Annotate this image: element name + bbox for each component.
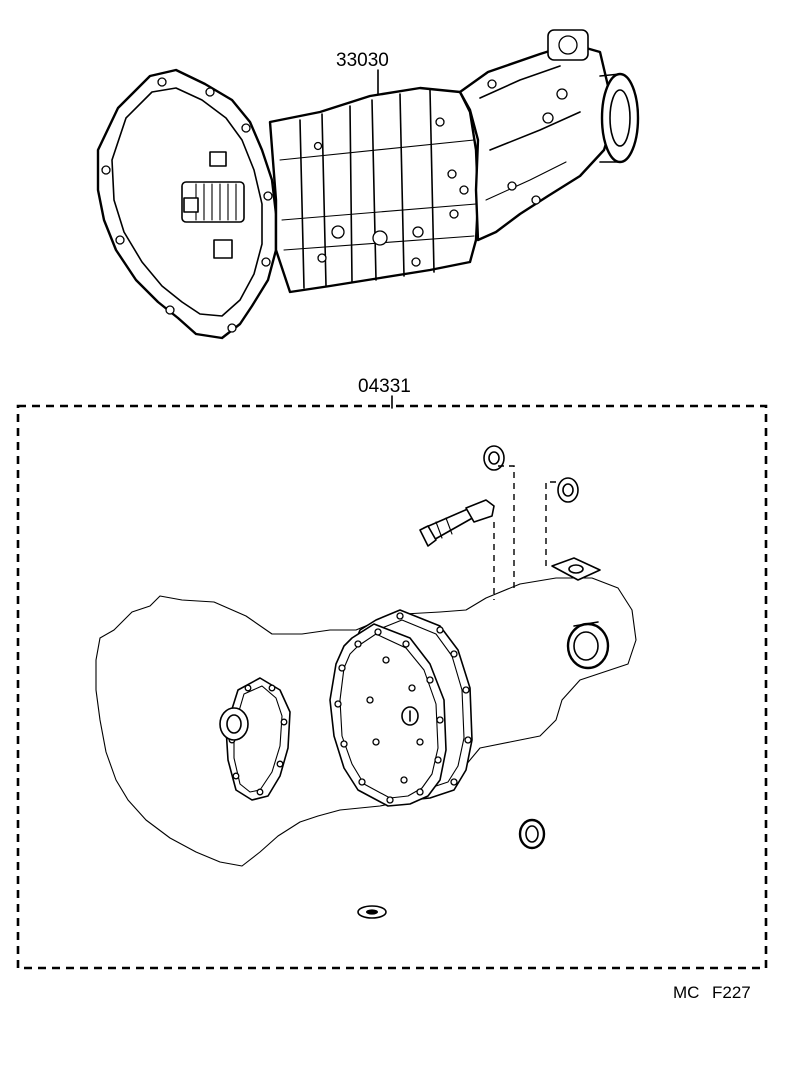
lower-oil-seal (518, 818, 546, 850)
small-flange-gasket (551, 557, 601, 581)
label-gasket-kit: 04331 (358, 376, 411, 397)
washer-gasket (357, 905, 387, 919)
footer-model-code: MC (673, 983, 699, 1002)
rear-oil-seal (566, 621, 610, 670)
speedometer-sleeve (419, 499, 495, 547)
footer-figure-number: F227 (712, 983, 751, 1002)
front-retainer-gasket (219, 677, 291, 801)
case-gasket-inner (329, 612, 472, 807)
seal-ring-right (557, 477, 579, 503)
shaft-snap-ring (401, 706, 419, 726)
case-outline-phantom (95, 577, 637, 867)
seal-ring-top-leader (498, 465, 515, 592)
transmission-assembly-illustration (96, 29, 640, 340)
kit-boundary-box (16, 404, 768, 970)
label-transmission-assembly: 33030 (336, 50, 389, 71)
seal-ring-right-leader (545, 481, 556, 566)
seal-ring-top (483, 445, 505, 471)
